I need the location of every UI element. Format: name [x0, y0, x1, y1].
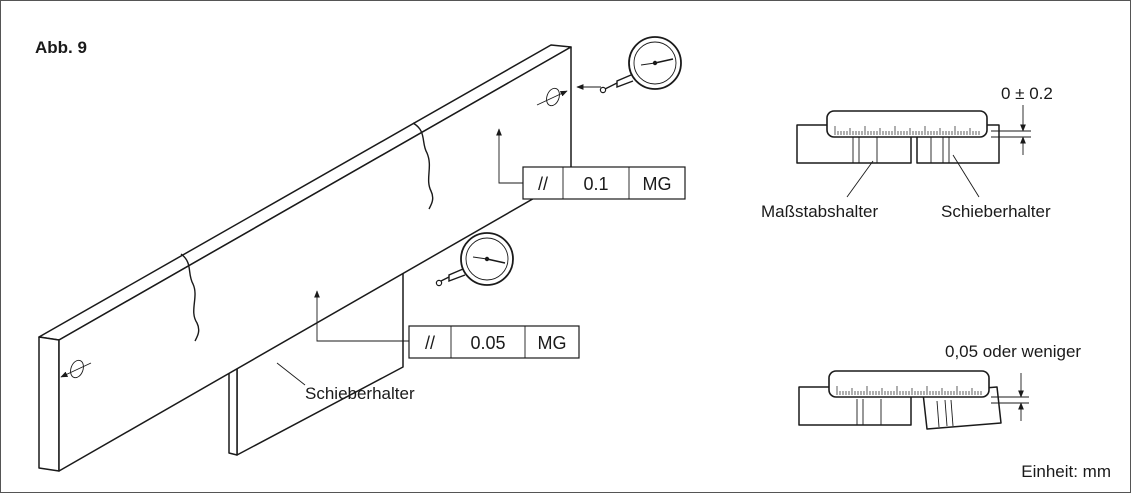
label-slider-holder-detail: Schieberhalter: [941, 202, 1051, 221]
detail-bottom: 0,05 oder weniger: [798, 342, 1081, 430]
tolerance-value: 0.1: [583, 174, 608, 194]
dim-bottom: 0,05 oder weniger: [945, 342, 1081, 361]
tolerance-symbol: //: [538, 174, 548, 194]
detail-top: 0 ± 0.2 Maßstabshalter Schieberhalter: [761, 84, 1053, 221]
tolerance-datum: MG: [643, 174, 672, 194]
scale-graduation: [834, 126, 980, 135]
rail-hole-left: [70, 359, 84, 379]
dial-indicator-top: [576, 36, 682, 94]
tolerance-frame-bottom: // 0.05 MG: [408, 325, 580, 359]
tolerance-value: 0.05: [470, 333, 505, 353]
tolerance-frame-top: // 0.1 MG: [522, 166, 686, 200]
dial-indicator-middle: [435, 232, 514, 287]
dim-top: 0 ± 0.2: [1001, 84, 1053, 103]
scale-graduation: [836, 386, 982, 395]
figure-title: Abb. 9: [35, 38, 87, 57]
unit-note: Einheit: mm: [1021, 462, 1111, 481]
scale-rail: [38, 44, 572, 472]
tolerance-datum: MG: [538, 333, 567, 353]
label-scale-holder: Maßstabshalter: [761, 202, 878, 221]
tolerance-symbol: //: [425, 333, 435, 353]
rail-hole-right: [546, 87, 560, 107]
label-slider-holder: Schieberhalter: [305, 384, 415, 403]
